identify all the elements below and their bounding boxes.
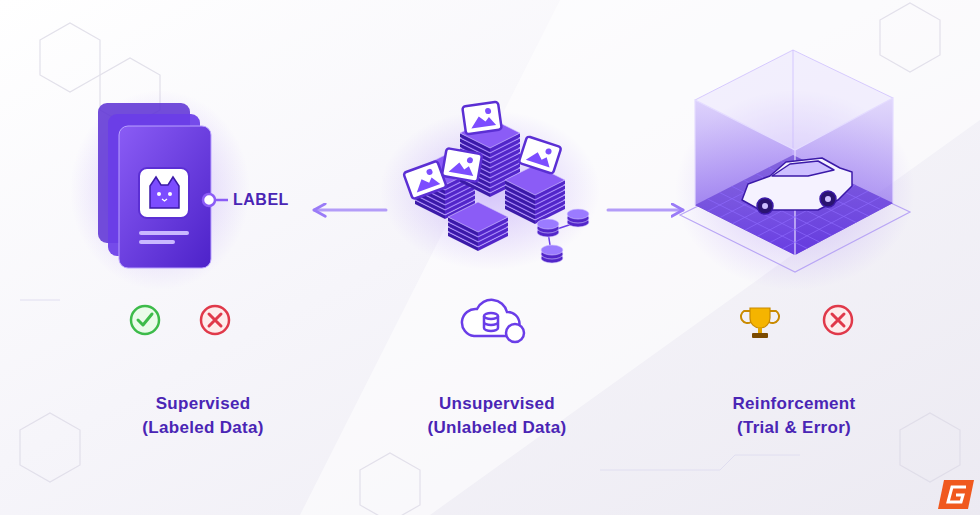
trophy-icon xyxy=(741,308,779,338)
check-icon xyxy=(131,306,159,334)
illustration-panel: Unsupervised (Unlabeled Data) xyxy=(386,95,608,440)
cross-icon xyxy=(824,306,852,334)
flow-arrow xyxy=(314,209,386,212)
caption-text: Reinforcement (Trial & Error) xyxy=(709,392,879,440)
illustration-panel: Reinforcement (Trial & Error) xyxy=(683,95,905,440)
flow-arrow xyxy=(608,209,683,212)
data-pile xyxy=(380,102,600,270)
illustration-panel: Supervised (Labeled Data) xyxy=(92,95,314,440)
simulation-box xyxy=(675,50,915,290)
card-stack xyxy=(70,90,250,290)
caption-text: Supervised (Labeled Data) xyxy=(118,392,288,440)
car-outline xyxy=(742,158,852,214)
cloud-database-icon xyxy=(462,300,524,342)
cross-icon xyxy=(201,306,229,334)
caption-text: Unsupervised (Unlabeled Data) xyxy=(412,392,582,440)
tag-label: LABEL xyxy=(233,191,289,209)
brand-logo xyxy=(938,480,974,509)
